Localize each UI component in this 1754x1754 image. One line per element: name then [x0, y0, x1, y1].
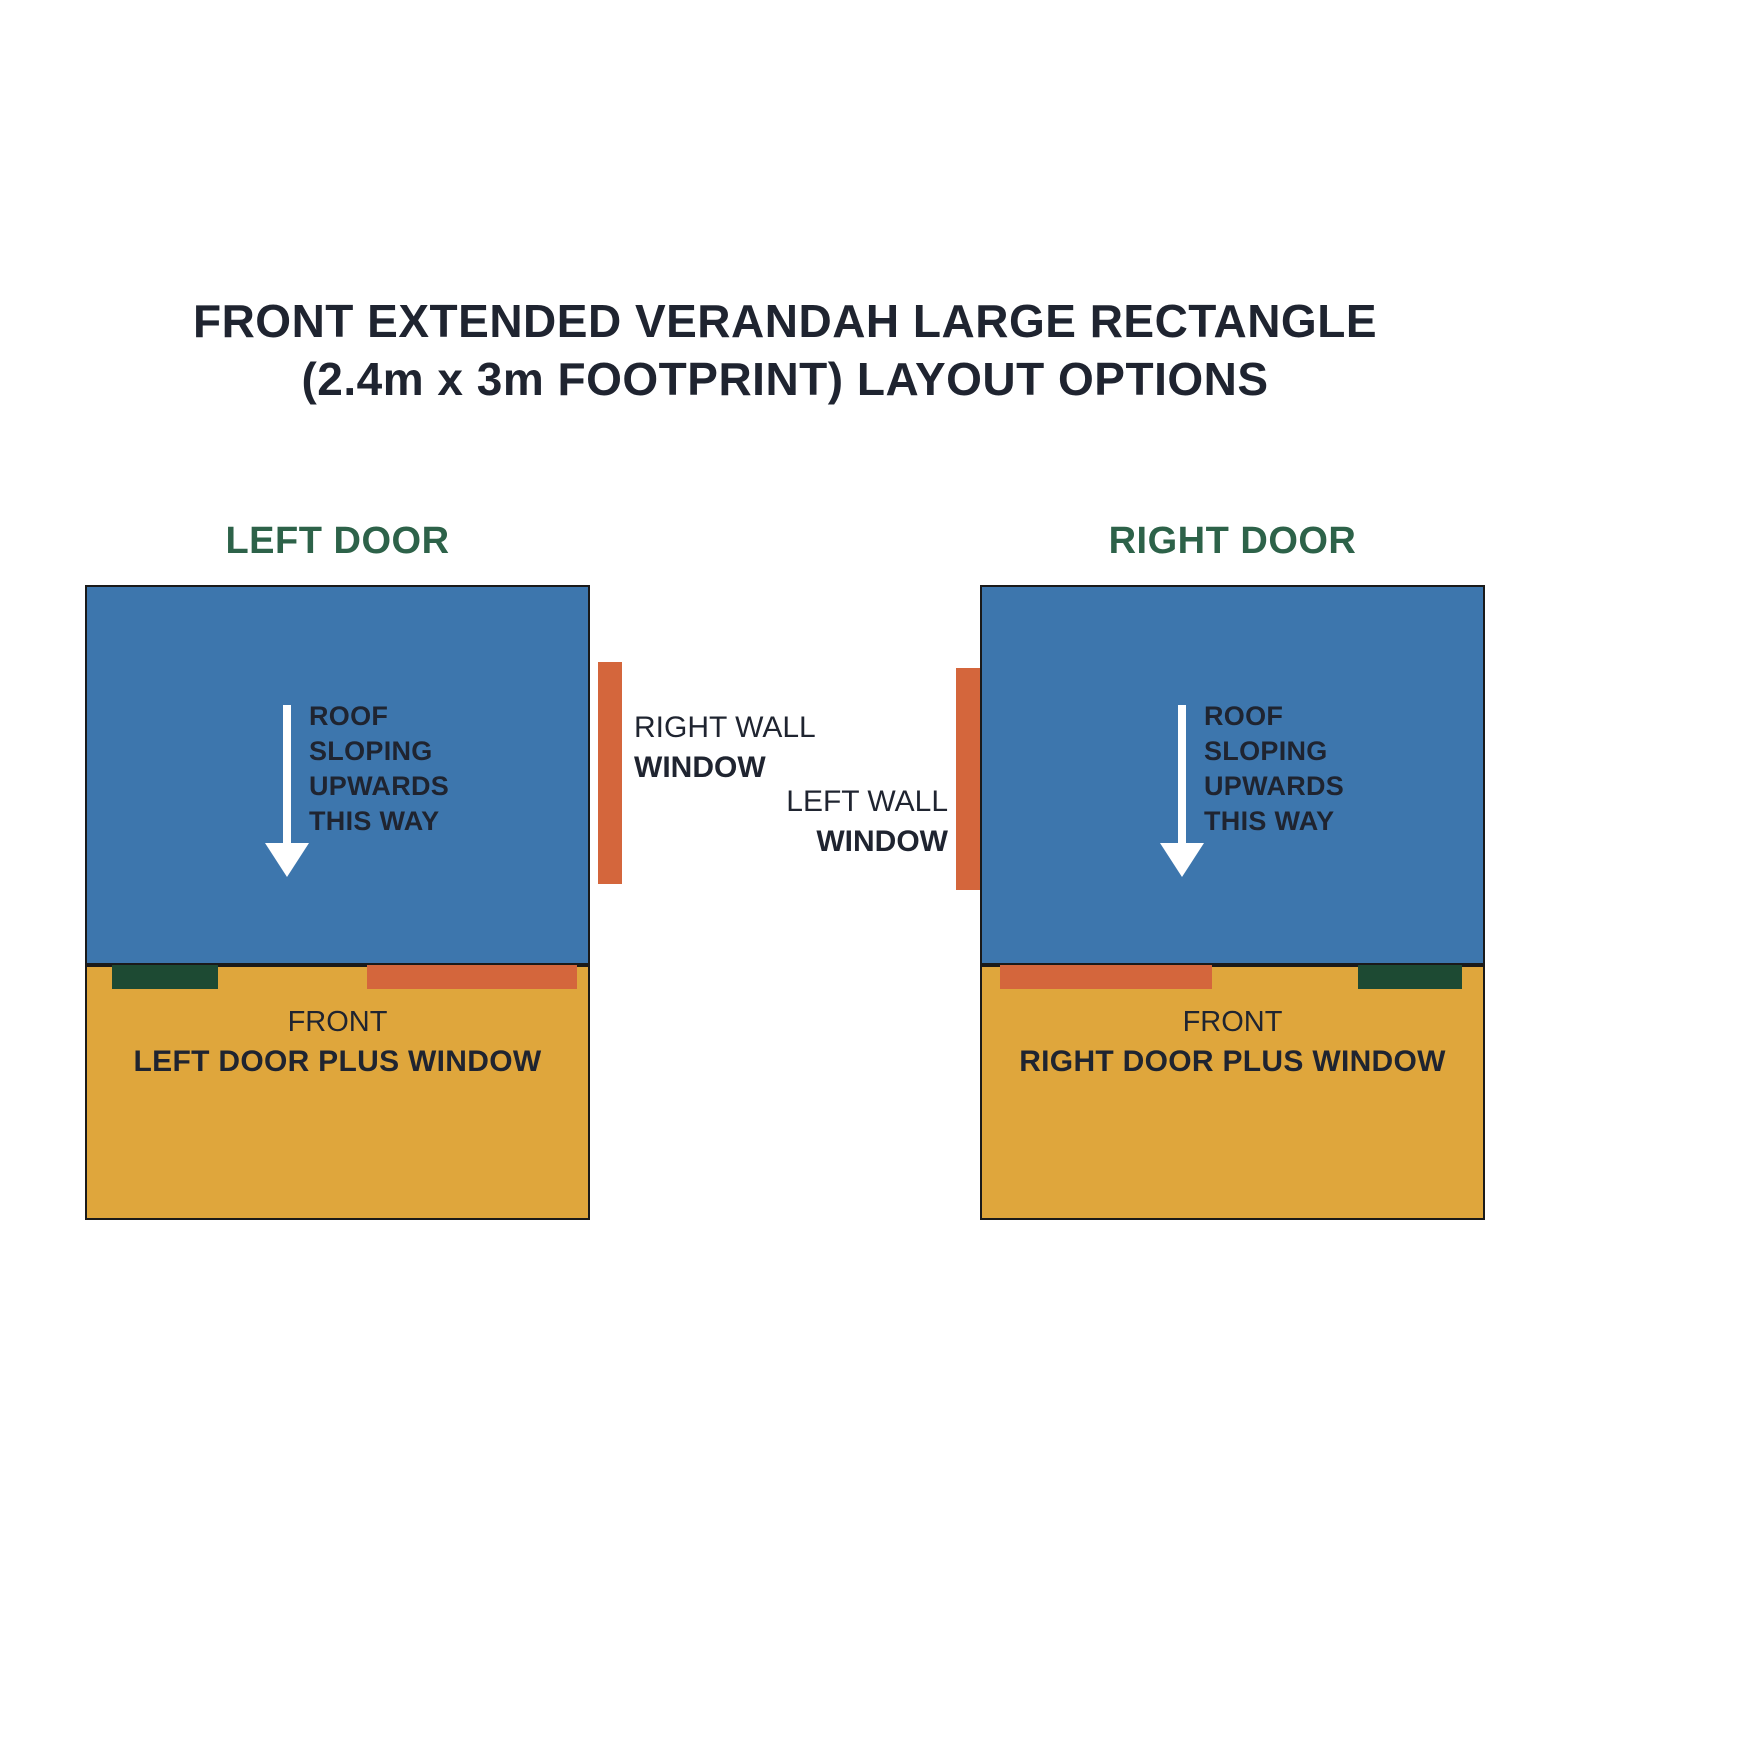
front-label-line2: RIGHT DOOR PLUS WINDOW [1019, 1045, 1446, 1078]
front-label-line2: LEFT DOOR PLUS WINDOW [133, 1045, 542, 1078]
roof-slope-arrow-head [265, 843, 309, 877]
left-wall-window-label-line2: WINDOW [816, 825, 948, 858]
roof-slope-label-line: UPWARDS [1204, 771, 1345, 801]
left-door-heading: LEFT DOOR [225, 520, 450, 562]
roof-slope-arrow-shaft [283, 705, 291, 843]
roof-slope-label-line: SLOPING [1204, 736, 1328, 766]
roof-slope-label-line: UPWARDS [309, 771, 450, 801]
front-label-line1: FRONT [287, 1006, 388, 1038]
roof-slope-label-line: ROOF [309, 701, 389, 731]
roof-slope-arrow-shaft [1178, 705, 1186, 843]
front-window-bar [367, 965, 577, 989]
left-panel-roof-rect: ROOF SLOPING UPWARDS THIS WAY [85, 585, 590, 965]
roof-slope-label-line: ROOF [1204, 701, 1284, 731]
roof-slope-arrow-head [1160, 843, 1204, 877]
roof-slope-label-line: THIS WAY [1204, 806, 1335, 836]
left-wall-window-bar [956, 668, 980, 890]
right-wall-window-label: RIGHT WALL WINDOW [634, 708, 894, 788]
front-label-line1: FRONT [1182, 1006, 1283, 1038]
roof-slope-label: ROOF SLOPING UPWARDS THIS WAY [1204, 699, 1344, 839]
front-door-bar [1358, 965, 1462, 989]
page-title: FRONT EXTENDED VERANDAH LARGE RECTANGLE … [0, 292, 1570, 408]
right-wall-window-label-line1: RIGHT WALL [634, 711, 816, 744]
front-door-bar [112, 965, 218, 989]
left-panel-front-label: FRONT LEFT DOOR PLUS WINDOW [87, 1003, 588, 1081]
left-wall-window-label-line1: LEFT WALL [786, 785, 948, 818]
right-panel-floor-rect: FRONT RIGHT DOOR PLUS WINDOW [980, 965, 1485, 1220]
right-wall-window-label-line2: WINDOW [634, 751, 766, 784]
right-wall-window-bar [598, 662, 622, 884]
roof-slope-label-line: SLOPING [309, 736, 433, 766]
right-panel-roof-rect: ROOF SLOPING UPWARDS THIS WAY [980, 585, 1485, 965]
left-wall-window-label: LEFT WALL WINDOW [690, 782, 948, 862]
front-window-bar [1000, 965, 1212, 989]
page-title-line1: FRONT EXTENDED VERANDAH LARGE RECTANGLE [192, 295, 1377, 347]
left-panel-floor-rect: FRONT LEFT DOOR PLUS WINDOW [85, 965, 590, 1220]
right-door-heading: RIGHT DOOR [1108, 520, 1357, 562]
page-title-line2: (2.4m x 3m FOOTPRINT) LAYOUT OPTIONS [301, 353, 1269, 405]
right-panel-front-label: FRONT RIGHT DOOR PLUS WINDOW [982, 1003, 1483, 1081]
roof-slope-label-line: THIS WAY [309, 806, 440, 836]
roof-slope-label: ROOF SLOPING UPWARDS THIS WAY [309, 699, 449, 839]
